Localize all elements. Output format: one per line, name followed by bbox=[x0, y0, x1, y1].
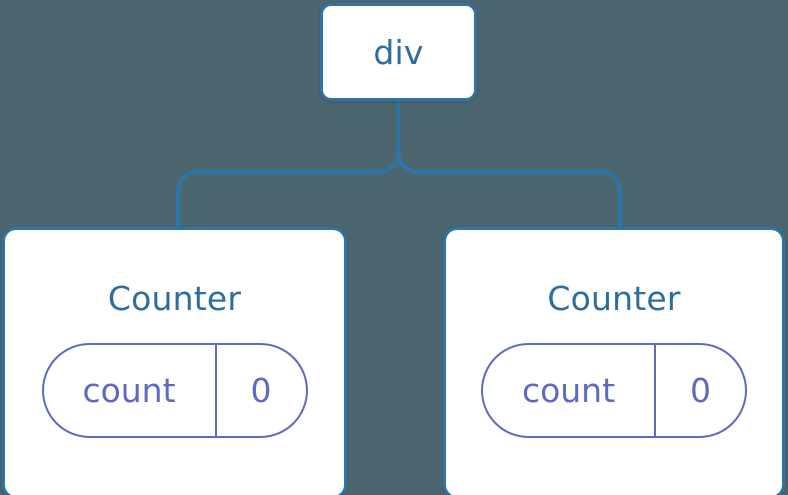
state-pill[interactable]: count 0 bbox=[481, 343, 747, 438]
state-key: count bbox=[44, 345, 217, 436]
state-value: 0 bbox=[690, 371, 711, 410]
connector-branch-left bbox=[176, 151, 401, 227]
node-root-div[interactable]: div bbox=[320, 3, 477, 101]
node-counter-left[interactable]: Counter count 0 bbox=[2, 227, 347, 495]
state-value: 0 bbox=[250, 371, 272, 410]
node-root-label: div bbox=[373, 32, 424, 72]
node-counter-right[interactable]: Counter count 0 bbox=[443, 227, 785, 495]
state-pill[interactable]: count 0 bbox=[41, 343, 308, 438]
state-key: count bbox=[483, 345, 656, 436]
node-title: Counter bbox=[107, 279, 242, 318]
node-title: Counter bbox=[547, 279, 681, 318]
connector-branch-right bbox=[396, 151, 622, 227]
